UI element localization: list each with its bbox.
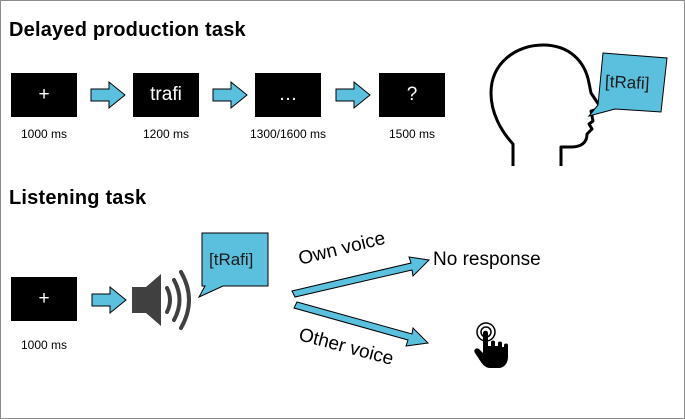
other-voice-arrow [293,301,430,347]
listening-fixation-duration: 1000 ms [20,338,68,352]
hand-press-icon [474,322,508,368]
fixation-duration: 1000 ms [20,127,68,141]
production-task-heading: Delayed production task [9,19,246,41]
flow-arrow-1 [90,80,126,110]
word-duration: 1200 ms [142,127,190,141]
flow-arrow-3 [335,80,371,110]
cue-duration: 1500 ms [388,127,436,141]
production-speech-bubble [587,52,668,117]
speaker-icon [132,270,191,330]
delay-screen: … [255,73,321,117]
listening-speech-bubble [197,232,269,299]
word-screen: trafi [133,73,199,117]
flow-arrow-2 [212,80,248,110]
no-response-label: No response [433,249,541,270]
listening-fixation-screen: + [11,277,77,321]
own-voice-arrow [291,256,431,298]
head-silhouette-icon [489,43,603,166]
production-speech-text: [tRafi] [604,71,650,94]
cue-screen: ? [379,73,445,117]
listening-speech-text: [tRafi] [209,250,254,269]
listening-task-heading: Listening task [9,187,147,209]
listening-flow-arrow [91,285,127,315]
delay-duration: 1300/1600 ms [249,127,327,141]
fixation-screen: + [11,73,77,117]
